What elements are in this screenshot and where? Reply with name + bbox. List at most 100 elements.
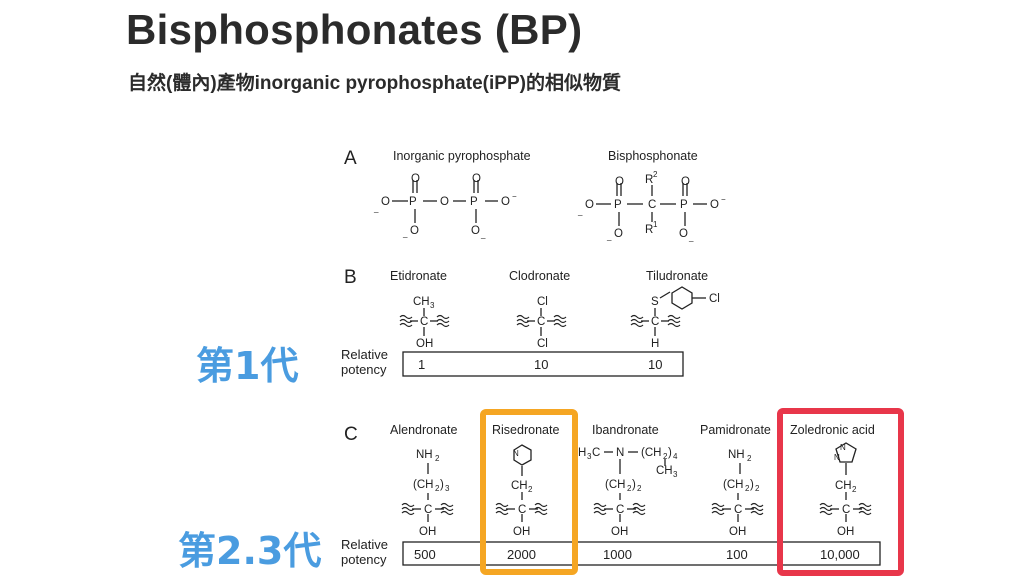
potency-value-ibandronate: 1000: [603, 547, 632, 562]
svg-text:O: O: [501, 196, 510, 208]
svg-text:): ): [632, 479, 636, 491]
svg-text:O: O: [410, 225, 419, 237]
svg-text:C: C: [651, 316, 659, 328]
potency-value-pamidronate: 100: [726, 547, 748, 562]
svg-text:O: O: [472, 173, 481, 185]
svg-text:3: 3: [673, 470, 678, 479]
svg-text:OH: OH: [729, 526, 746, 538]
potency-value-risedronate: 2000: [507, 547, 536, 562]
svg-text:(CH: (CH: [413, 479, 433, 491]
relative-potency-label-c: Relative: [341, 537, 388, 552]
svg-text:C: C: [616, 504, 624, 516]
svg-text:C: C: [420, 316, 428, 328]
svg-text:2: 2: [747, 454, 752, 463]
svg-text:NH: NH: [728, 449, 745, 461]
svg-text:3: 3: [430, 301, 435, 310]
svg-text:OH: OH: [837, 526, 854, 538]
svg-text:4: 4: [673, 452, 678, 461]
svg-text:C: C: [424, 504, 432, 516]
svg-text:CH: CH: [511, 480, 528, 492]
panel-b-letter: B: [344, 267, 357, 288]
svg-text:C: C: [842, 504, 850, 516]
svg-text:_: _: [373, 204, 379, 213]
svg-text:3: 3: [587, 452, 592, 461]
svg-text:_: _: [688, 233, 694, 242]
svg-text:C: C: [518, 504, 526, 516]
svg-text:): ): [750, 479, 754, 491]
svg-text:O: O: [471, 225, 480, 237]
svg-text:OH: OH: [416, 338, 433, 350]
svg-text:Cl: Cl: [709, 293, 720, 305]
svg-text:3: 3: [445, 484, 450, 493]
potency-value-alendronate: 500: [414, 547, 436, 562]
svg-text:Cl: Cl: [537, 338, 548, 350]
svg-text:R: R: [645, 174, 653, 186]
svg-text:2: 2: [435, 484, 440, 493]
first-generation-label: 第1代: [196, 344, 299, 388]
svg-text:N: N: [616, 447, 624, 459]
svg-text:2: 2: [528, 485, 533, 494]
panel-c-letter: C: [344, 424, 358, 445]
svg-text:NH: NH: [416, 449, 433, 461]
svg-text:N: N: [834, 453, 840, 462]
svg-text:R: R: [645, 224, 653, 236]
svg-text:_: _: [606, 232, 612, 241]
svg-text:(CH: (CH: [605, 479, 625, 491]
compound-name-tiludronate: Tiludronate: [646, 269, 708, 283]
svg-text:O: O: [381, 196, 390, 208]
svg-text:O: O: [710, 199, 719, 211]
svg-text:S: S: [651, 296, 659, 308]
svg-text:): ): [440, 479, 444, 491]
svg-text:C: C: [648, 199, 656, 211]
compound-name-ibandronate: Ibandronate: [592, 423, 659, 437]
svg-text:(CH: (CH: [641, 447, 661, 459]
potency-value-etidronate: 1: [418, 357, 425, 372]
slide-subtitle: 自然(體內)產物inorganic pyrophosphate(iPP)的相似物…: [128, 73, 621, 94]
svg-text:−: −: [721, 195, 726, 204]
svg-text:O: O: [679, 228, 688, 240]
second-third-generation-label: 第2.3代: [178, 529, 322, 573]
svg-text:N: N: [840, 443, 846, 452]
tiludronate-structure: S C H Cl: [651, 293, 720, 350]
potency-value-tiludronate: 10: [648, 357, 662, 372]
svg-text:C: C: [537, 316, 545, 328]
svg-text:_: _: [480, 230, 486, 239]
svg-text:OH: OH: [611, 526, 628, 538]
svg-text:P: P: [614, 199, 622, 211]
zoledronic-acid-highlight-frame: [777, 408, 904, 576]
svg-text:−: −: [512, 192, 517, 201]
potency-value-zoledronic-acid: 10,000: [820, 547, 860, 562]
svg-text:P: P: [409, 196, 417, 208]
compound-name-zoledronic-acid: Zoledronic acid: [790, 423, 875, 437]
svg-text:O: O: [614, 228, 623, 240]
relative-potency-label: Relative: [341, 347, 388, 362]
bisphosphonate-label: Bisphosphonate: [608, 149, 698, 163]
relative-potency-label-line2: potency: [341, 362, 387, 377]
svg-text:2: 2: [653, 170, 658, 179]
potency-value-clodronate: 10: [534, 357, 548, 372]
svg-text:1: 1: [653, 220, 658, 229]
slide-title: Bisphosphonates (BP): [126, 6, 583, 53]
svg-text:2: 2: [755, 484, 760, 493]
svg-text:OH: OH: [513, 526, 530, 538]
svg-text:2: 2: [637, 484, 642, 493]
risedronate-highlight-frame: [480, 409, 578, 575]
svg-text:C: C: [592, 447, 600, 459]
svg-text:2: 2: [745, 484, 750, 493]
panel-a-letter: A: [344, 148, 357, 169]
svg-text:O: O: [615, 176, 624, 188]
svg-text:): ): [668, 447, 672, 459]
compound-name-risedronate: Risedronate: [492, 423, 559, 437]
inorganic-pyrophosphate-label: Inorganic pyrophosphate: [393, 149, 531, 163]
svg-text:CH: CH: [413, 296, 430, 308]
svg-text:P: P: [470, 196, 478, 208]
svg-text:2: 2: [435, 454, 440, 463]
svg-text:OH: OH: [419, 526, 436, 538]
svg-text:P: P: [680, 199, 688, 211]
compound-name-pamidronate: Pamidronate: [700, 423, 771, 437]
clodronate-structure: Cl C Cl: [537, 296, 548, 350]
compound-name-etidronate: Etidronate: [390, 269, 447, 283]
